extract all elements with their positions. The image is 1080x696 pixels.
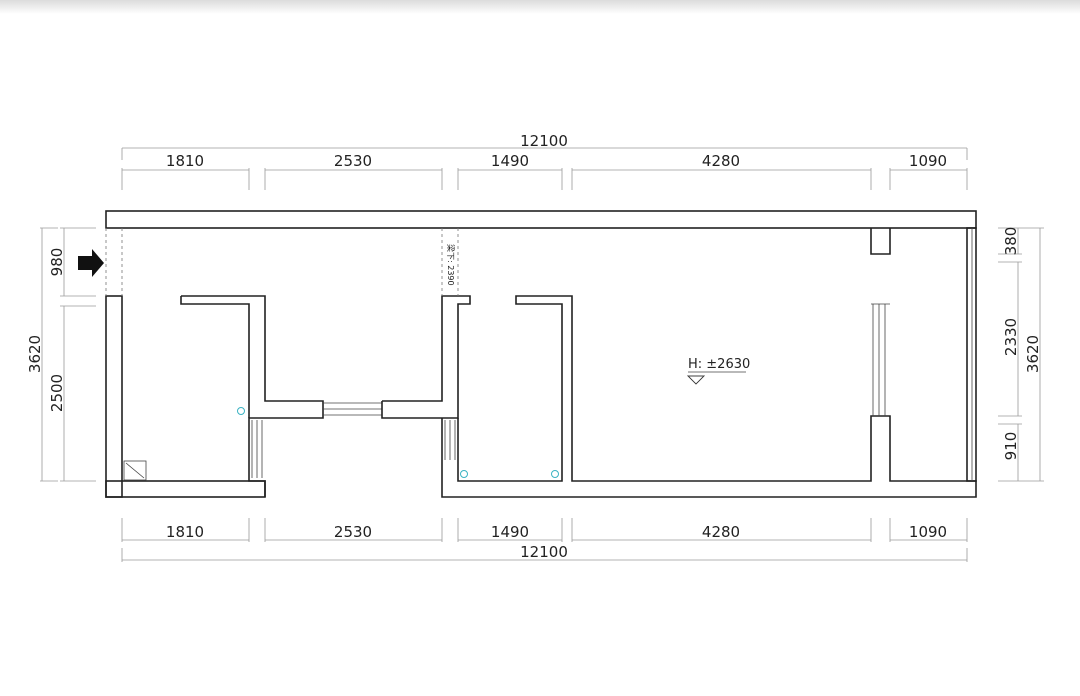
right-wall [966, 227, 977, 482]
bath2-wall [381, 295, 471, 419]
bottom-segment-3: 1490 [491, 523, 529, 541]
left-total-dimension: 3620 [26, 335, 44, 373]
bottom-segment-2: 2530 [334, 523, 372, 541]
top-segment-3: 1490 [491, 152, 529, 170]
right-total-dimension: 3620 [1024, 335, 1042, 373]
top-segment-5: 1090 [909, 152, 947, 170]
drain-fixture-3 [551, 470, 559, 478]
walls [105, 210, 977, 498]
drain-fixture-2 [460, 470, 468, 478]
bottom-dimensions: 1810 2530 1490 4280 1090 12100 [121, 518, 968, 562]
bottom-segment-1: 1810 [166, 523, 204, 541]
bottom-segment-5: 1090 [909, 523, 947, 541]
top-dimensions: 12100 1810 2530 1490 4280 1090 [121, 132, 968, 190]
corridor-window [323, 402, 382, 416]
left-lower-dimension: 2500 [48, 374, 66, 412]
shower-tray [123, 460, 147, 481]
bath1-wall [181, 295, 324, 497]
left-dimensions: 3620 980 2500 [26, 227, 96, 482]
bottom-wall-left [105, 480, 266, 498]
top-total-dimension: 12100 [520, 132, 568, 150]
beam-height-label: 梁下: 2390 [446, 244, 455, 286]
left-wall [105, 295, 123, 498]
top-segment-4: 4280 [702, 152, 740, 170]
top-wall [105, 210, 977, 229]
right-upper-dimension: 380 [1002, 227, 1020, 256]
bottom-segment-4: 4280 [702, 523, 740, 541]
level-marker-icon [686, 375, 706, 385]
openings [105, 228, 890, 478]
right-dimensions: 380 2330 910 3620 [998, 227, 1044, 482]
top-segment-1: 1810 [166, 152, 204, 170]
right-column [870, 228, 891, 255]
annotations: 梁下: 2390 H: ±2630 [446, 244, 750, 385]
left-upper-dimension: 980 [48, 248, 66, 277]
fixtures [123, 407, 559, 481]
top-segment-2: 2530 [334, 152, 372, 170]
entry-arrow-icon [78, 249, 104, 277]
drain-fixture-1 [237, 407, 245, 415]
bottom-total-dimension: 12100 [520, 543, 568, 561]
right-lower-dimension: 910 [1002, 432, 1020, 461]
top-shadow [0, 0, 1080, 14]
right-middle-dimension: 2330 [1002, 318, 1020, 356]
room-height-label: H: ±2630 [688, 357, 750, 372]
